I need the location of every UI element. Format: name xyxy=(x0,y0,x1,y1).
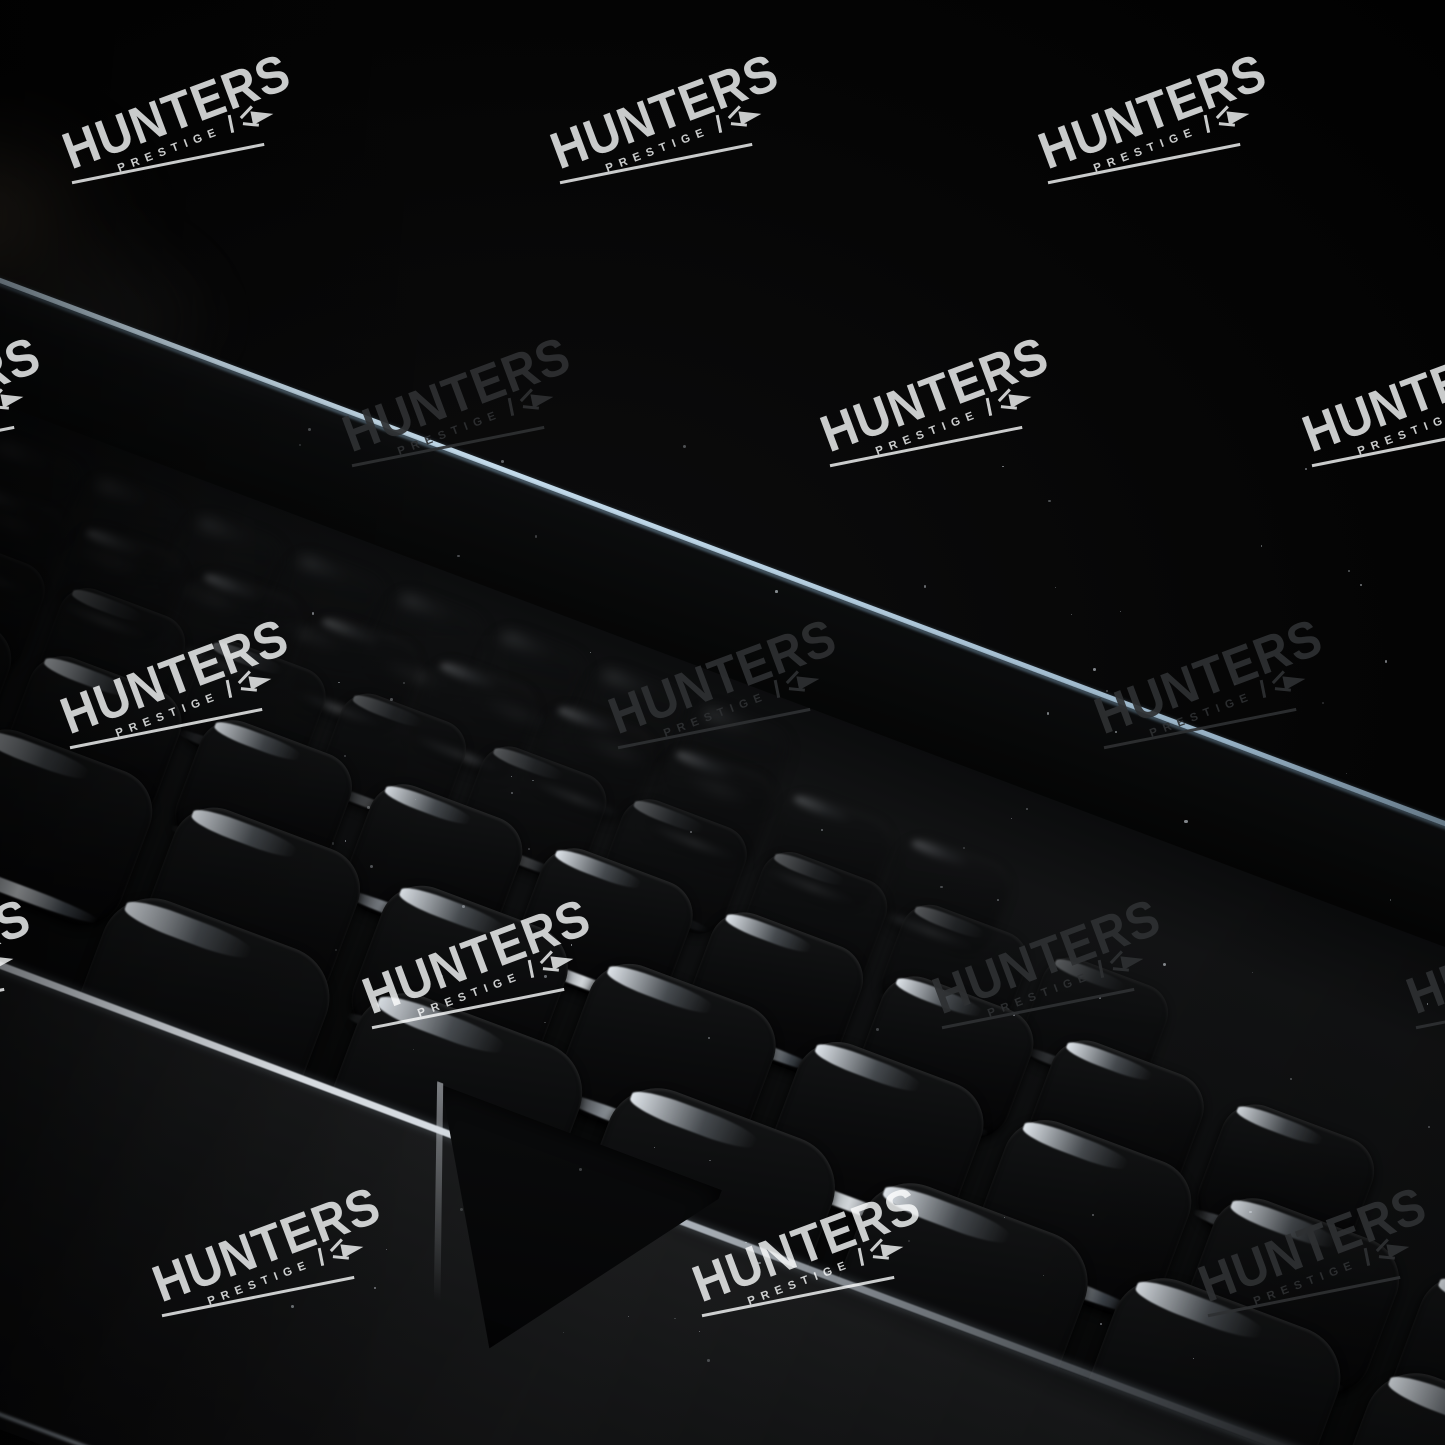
dust-speck xyxy=(875,1028,879,1032)
dust-speck xyxy=(682,444,686,448)
dust-speck xyxy=(1162,963,1166,967)
dust-speck xyxy=(1289,1078,1293,1081)
dust-speck xyxy=(1251,972,1253,974)
dust-speck xyxy=(331,842,334,845)
dust-speck xyxy=(1348,420,1351,422)
dust-speck xyxy=(1098,997,1102,1000)
dust-speck xyxy=(706,1359,710,1363)
dust-speck xyxy=(511,791,514,794)
dust-speck xyxy=(758,1261,761,1265)
dust-speck xyxy=(1184,819,1188,824)
dust-speck xyxy=(345,840,347,842)
dust-speck xyxy=(373,1286,376,1289)
dust-speck xyxy=(674,1317,676,1320)
dust-speck xyxy=(528,848,530,851)
dust-speck xyxy=(908,1239,911,1242)
dust-speck xyxy=(532,779,534,781)
dust-speck xyxy=(940,886,943,889)
dust-speck xyxy=(544,975,547,978)
dust-speck xyxy=(1347,569,1351,573)
dust-speck xyxy=(1046,712,1049,715)
dust-speck xyxy=(1260,545,1262,547)
dust-speck xyxy=(820,828,823,831)
dust-speck xyxy=(1234,682,1237,685)
dust-speck xyxy=(653,1146,655,1149)
dust-speck xyxy=(1382,403,1384,406)
dust-speck xyxy=(792,1265,794,1267)
dust-speck xyxy=(1427,1126,1430,1129)
dust-speck xyxy=(907,1208,909,1210)
dust-speck xyxy=(709,1160,711,1162)
dust-speck xyxy=(775,590,778,593)
dust-speck xyxy=(1054,586,1057,589)
dust-speck xyxy=(1105,689,1108,693)
dust-speck xyxy=(367,806,370,809)
dust-speck xyxy=(1002,465,1004,468)
dust-speck xyxy=(1091,1214,1095,1217)
dust-speck xyxy=(462,905,466,909)
dust-speck xyxy=(344,755,346,757)
dust-speck xyxy=(1384,660,1388,664)
dust-speck xyxy=(628,1316,630,1318)
dust-speck xyxy=(390,698,394,702)
dust-speck xyxy=(311,612,315,615)
dust-speck xyxy=(369,864,374,868)
dust-speck xyxy=(708,1037,711,1040)
dust-speck xyxy=(402,681,406,685)
dust-speck xyxy=(1192,1357,1195,1360)
dust-speck xyxy=(1071,613,1073,615)
dust-speck xyxy=(1115,731,1118,734)
dust-speck xyxy=(414,799,417,801)
dust-speck xyxy=(1100,1322,1103,1325)
dust-speck xyxy=(1048,499,1051,503)
dust-speck xyxy=(412,1048,415,1050)
dust-speck xyxy=(386,1248,388,1250)
dust-speck xyxy=(338,682,340,684)
dust-speck xyxy=(1360,583,1363,586)
dust-speck xyxy=(308,427,312,431)
dust-speck xyxy=(290,1304,294,1308)
dust-speck xyxy=(544,1022,546,1024)
dust-speck xyxy=(335,949,338,952)
dust-speck xyxy=(699,1330,701,1333)
dust-speck xyxy=(589,652,591,654)
dust-speck xyxy=(1026,807,1029,811)
dust-speck xyxy=(1322,702,1324,704)
dust-speck xyxy=(456,554,460,558)
dust-speck xyxy=(923,585,927,588)
dust-speck xyxy=(1004,1217,1006,1219)
dust-speck xyxy=(1120,611,1122,613)
dust-speck xyxy=(459,1208,464,1212)
dust-speck xyxy=(1010,817,1012,820)
dust-speck xyxy=(997,899,999,901)
dust-speck xyxy=(690,830,693,833)
dust-speck xyxy=(511,775,513,777)
dust-speck xyxy=(962,847,966,850)
dust-speck xyxy=(1093,668,1096,671)
dust-speck xyxy=(1249,1210,1252,1214)
dust-speck xyxy=(1389,899,1392,901)
dust-speck xyxy=(1012,1014,1015,1017)
dust-speck xyxy=(579,1167,583,1171)
dust-speck xyxy=(1426,1003,1429,1005)
dust-speck xyxy=(562,1331,564,1333)
dust-speck xyxy=(745,1241,748,1244)
dust-speck xyxy=(440,974,443,977)
dust-speck xyxy=(1304,468,1307,470)
dust-speck xyxy=(501,459,504,463)
dust-speck xyxy=(1042,1274,1045,1277)
dust-speck xyxy=(298,444,301,447)
dust-speck xyxy=(1345,772,1347,775)
dust-speck xyxy=(570,944,573,946)
dust-speck xyxy=(534,535,537,538)
